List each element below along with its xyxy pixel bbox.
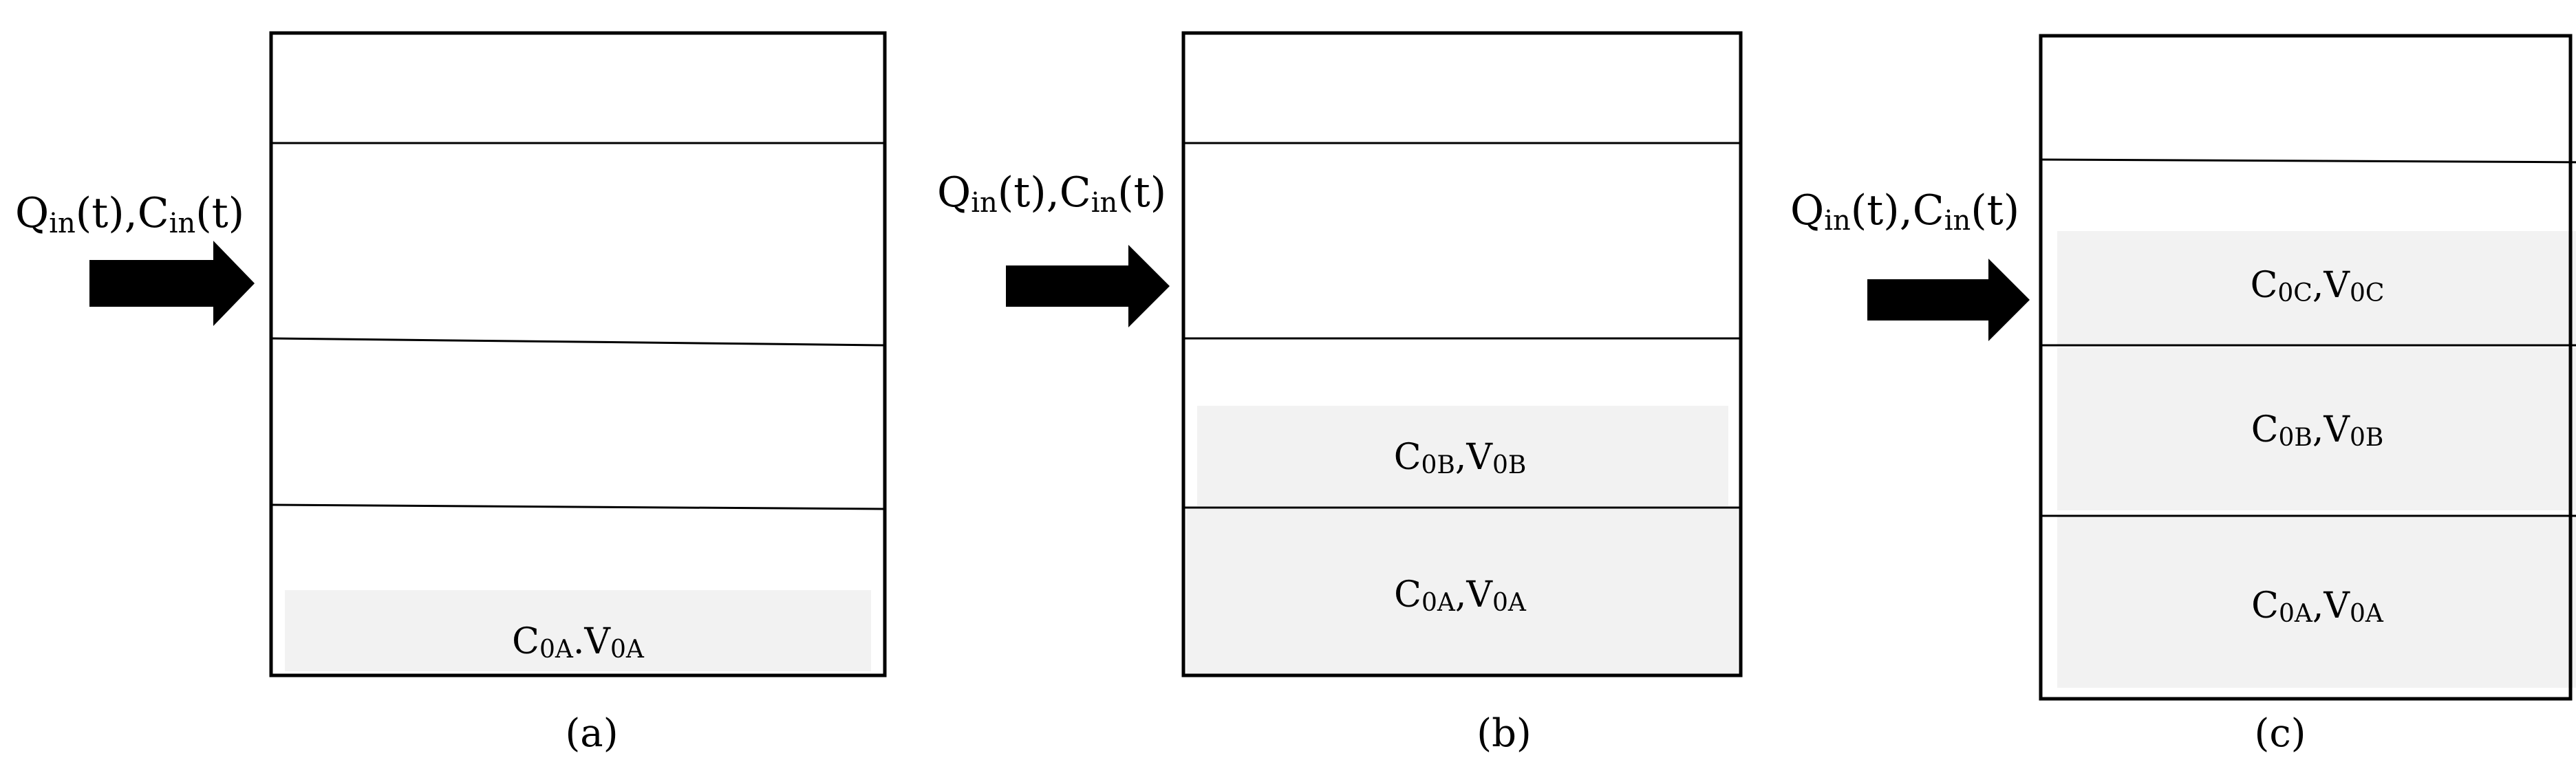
panel-c: Qin(t),Cin(t) C0C,V0C C0B,V0B C0A,V0A (c… xyxy=(1790,34,2576,756)
layer-box-0c-c xyxy=(2057,231,2576,345)
caption-b: (b) xyxy=(1477,711,1532,756)
layer-box-0a-a xyxy=(285,590,871,671)
panel-b: Qin(t),Cin(t) C0B,V0B C0A,V0A (b) xyxy=(937,31,1743,756)
tank-b xyxy=(1181,31,1743,677)
layer-label-0b-b: C0B,V0B xyxy=(1394,437,1527,479)
inflow-arrow-c xyxy=(1867,259,2030,341)
inflow-arrow-a xyxy=(89,241,255,326)
inflow-arrow-b xyxy=(1006,245,1170,327)
inflow-label-a: Qin(t),Cin(t) xyxy=(15,189,244,239)
layer-label-0b-c: C0B,V0B xyxy=(2251,409,2384,452)
inflow-label-c: Qin(t),Cin(t) xyxy=(1790,186,2019,237)
caption-a: (a) xyxy=(565,711,618,756)
tank-c xyxy=(2039,34,2573,701)
panel-a: Qin(t),Cin(t) C0A.V0A (a) xyxy=(15,31,887,756)
layer-boundary-a-3 xyxy=(270,503,886,510)
layer-label-0c-c: C0C,V0C xyxy=(2251,265,2385,307)
layer-label-0a-a: C0A.V0A xyxy=(512,621,645,664)
layer-box-0b-b xyxy=(1197,406,1728,506)
layer-box-0b-c xyxy=(2057,348,2576,510)
layer-box-0a-c xyxy=(2057,516,2576,688)
layer-boundary-c-1 xyxy=(2040,158,2576,164)
layer-label-0a-b: C0A,V0A xyxy=(1394,574,1527,617)
layer-box-0a-b xyxy=(1186,508,1738,675)
caption-c: (c) xyxy=(2254,711,2306,756)
layer-boundary-a-2 xyxy=(270,337,886,347)
tank-a xyxy=(269,31,887,677)
inflow-label-b: Qin(t),Cin(t) xyxy=(937,169,1166,219)
layer-label-0a-c: C0A,V0A xyxy=(2251,585,2384,628)
